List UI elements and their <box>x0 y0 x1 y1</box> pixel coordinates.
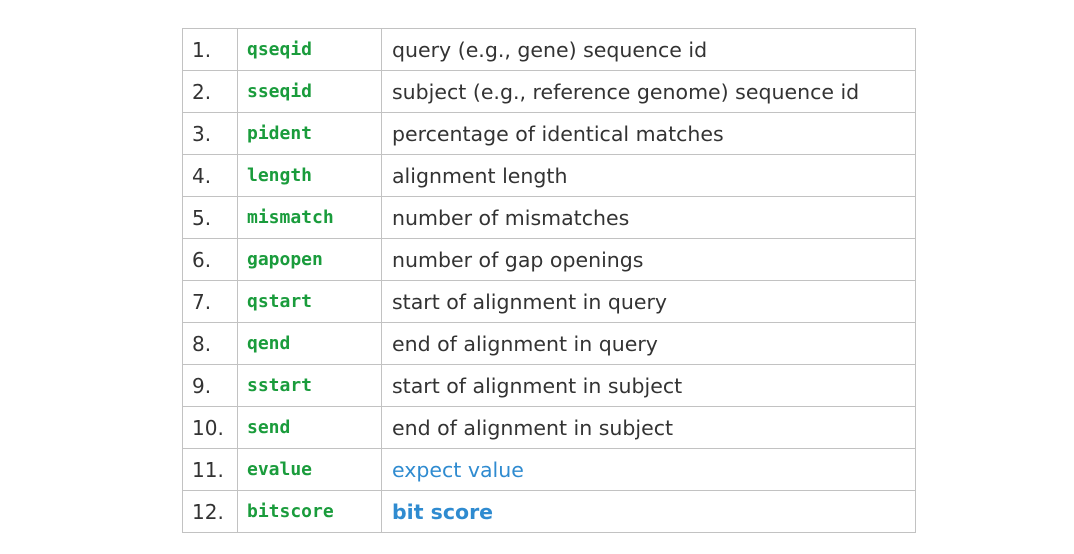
row-number: 12. <box>182 490 238 533</box>
row-number: 3. <box>182 112 238 155</box>
field-name-cell: evalue <box>237 448 382 491</box>
table-row: 2. sseqid subject (e.g., reference genom… <box>182 70 916 113</box>
field-description: end of alignment in subject <box>392 415 674 440</box>
field-name: sstart <box>247 375 313 396</box>
field-description-cell: end of alignment in query <box>381 322 916 365</box>
field-name: bitscore <box>247 501 334 522</box>
table-row: 9. sstart start of alignment in subject <box>182 364 916 407</box>
field-description-cell: expect value <box>381 448 916 491</box>
field-name: sseqid <box>247 81 313 102</box>
field-name-cell: send <box>237 406 382 449</box>
field-description-cell: number of mismatches <box>381 196 916 239</box>
field-name: pident <box>247 123 313 144</box>
field-name-cell: gapopen <box>237 238 382 281</box>
field-name: send <box>247 417 291 438</box>
field-name: qend <box>247 333 291 354</box>
table-row: 4. length alignment length <box>182 154 916 197</box>
field-name: mismatch <box>247 207 334 228</box>
table-row: 5. mismatch number of mismatches <box>182 196 916 239</box>
blast-output-fields-table: 1. qseqid query (e.g., gene) sequence id… <box>182 28 916 533</box>
row-number: 7. <box>182 280 238 323</box>
field-name: qseqid <box>247 39 313 60</box>
table-row: 12. bitscore bit score <box>182 490 916 533</box>
field-name: gapopen <box>247 249 323 270</box>
row-number: 4. <box>182 154 238 197</box>
field-name-cell: bitscore <box>237 490 382 533</box>
expect-value-link[interactable]: expect value <box>392 457 524 482</box>
table-row: 11. evalue expect value <box>182 448 916 491</box>
row-number: 5. <box>182 196 238 239</box>
table-row: 10. send end of alignment in subject <box>182 406 916 449</box>
field-description-cell: query (e.g., gene) sequence id <box>381 28 916 71</box>
row-number: 1. <box>182 28 238 71</box>
field-description: subject (e.g., reference genome) sequenc… <box>392 79 860 104</box>
field-name: length <box>247 165 313 186</box>
table-row: 7. qstart start of alignment in query <box>182 280 916 323</box>
field-name-cell: length <box>237 154 382 197</box>
field-description-cell: start of alignment in query <box>381 280 916 323</box>
field-description: query (e.g., gene) sequence id <box>392 37 708 62</box>
field-name-cell: qend <box>237 322 382 365</box>
field-description-cell: number of gap openings <box>381 238 916 281</box>
field-description-cell: alignment length <box>381 154 916 197</box>
row-number: 2. <box>182 70 238 113</box>
field-name: qstart <box>247 291 313 312</box>
field-description-cell: bit score <box>381 490 916 533</box>
field-description: start of alignment in subject <box>392 373 683 398</box>
table-body: 1. qseqid query (e.g., gene) sequence id… <box>182 28 916 533</box>
field-description: start of alignment in query <box>392 289 668 314</box>
field-description: percentage of identical matches <box>392 121 724 146</box>
field-description: alignment length <box>392 163 568 188</box>
row-number: 6. <box>182 238 238 281</box>
bit-score-link[interactable]: bit score <box>392 499 494 524</box>
field-description-cell: start of alignment in subject <box>381 364 916 407</box>
table-row: 3. pident percentage of identical matche… <box>182 112 916 155</box>
row-number: 11. <box>182 448 238 491</box>
field-name-cell: qseqid <box>237 28 382 71</box>
field-name-cell: sstart <box>237 364 382 407</box>
field-name-cell: qstart <box>237 280 382 323</box>
field-description: number of mismatches <box>392 205 630 230</box>
field-description-cell: end of alignment in subject <box>381 406 916 449</box>
field-name-cell: pident <box>237 112 382 155</box>
field-description: number of gap openings <box>392 247 644 272</box>
row-number: 10. <box>182 406 238 449</box>
table-row: 8. qend end of alignment in query <box>182 322 916 365</box>
field-description-cell: subject (e.g., reference genome) sequenc… <box>381 70 916 113</box>
row-number: 9. <box>182 364 238 407</box>
table-row: 6. gapopen number of gap openings <box>182 238 916 281</box>
field-name: evalue <box>247 459 313 480</box>
row-number: 8. <box>182 322 238 365</box>
table-row: 1. qseqid query (e.g., gene) sequence id <box>182 28 916 71</box>
field-description-cell: percentage of identical matches <box>381 112 916 155</box>
field-name-cell: mismatch <box>237 196 382 239</box>
field-description: end of alignment in query <box>392 331 658 356</box>
field-name-cell: sseqid <box>237 70 382 113</box>
